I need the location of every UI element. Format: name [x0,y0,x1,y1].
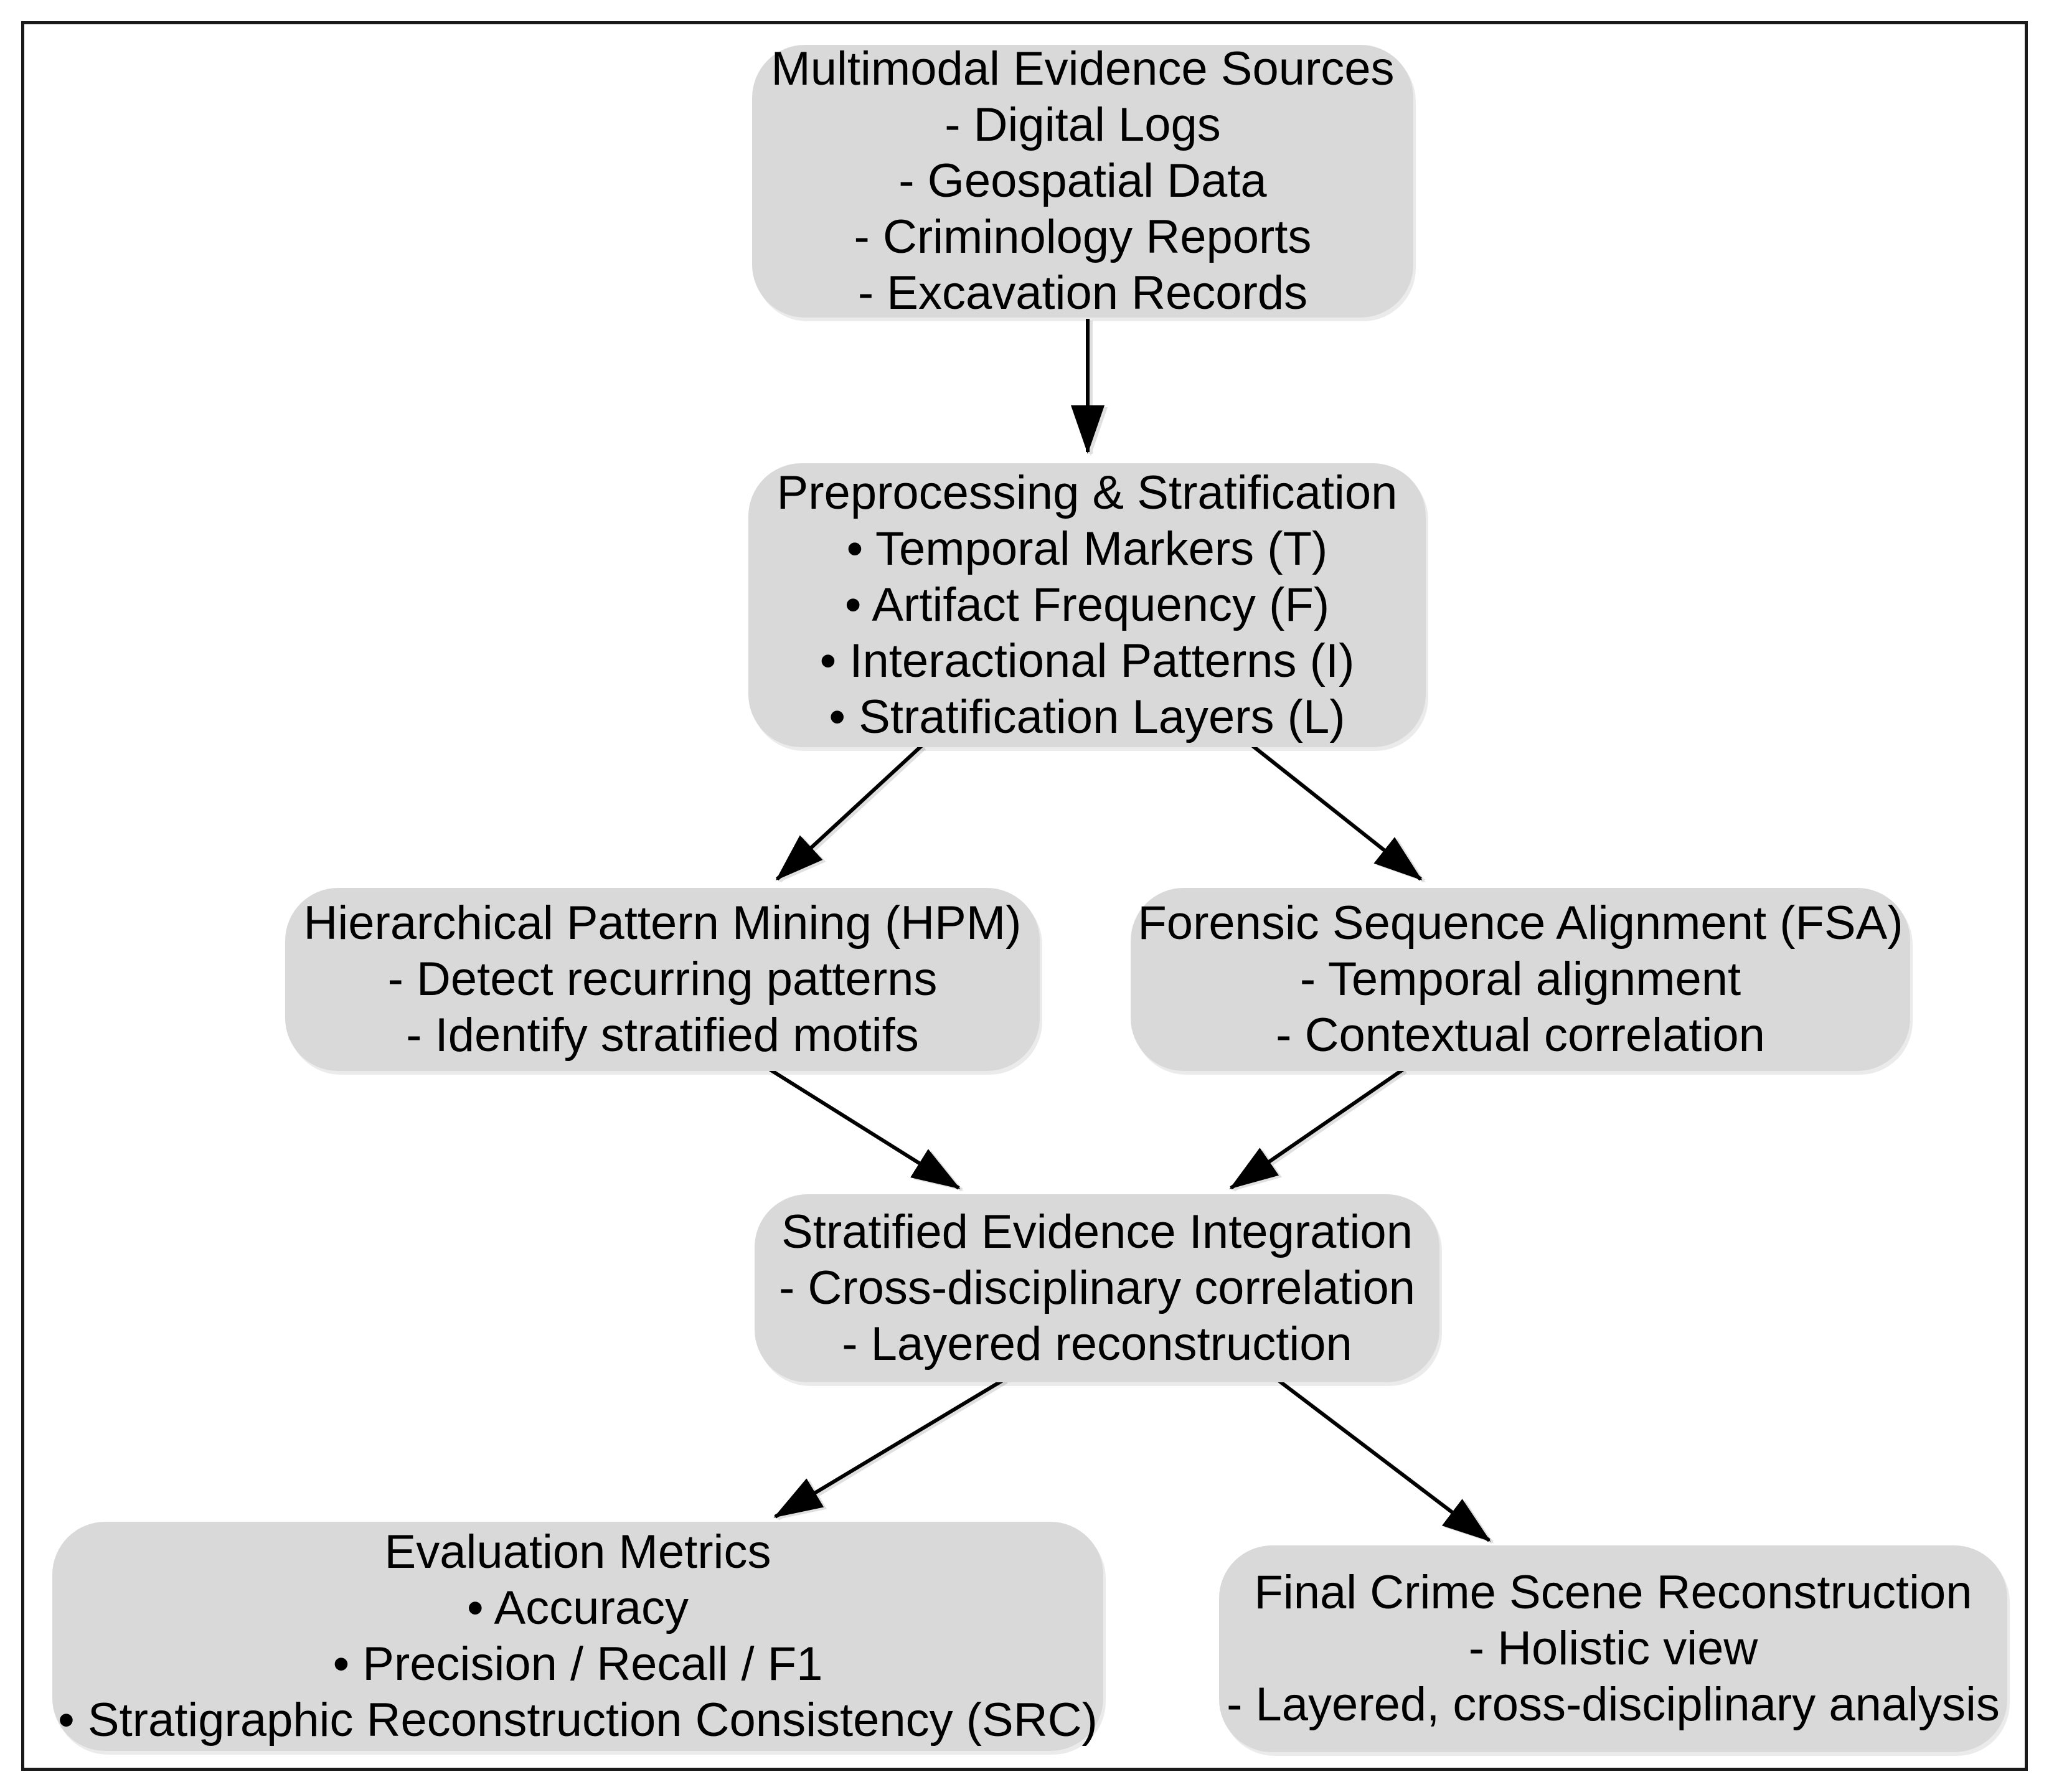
node-final-crime-scene-reconstruction: Final Crime Scene Reconstruction - Holis… [1219,1545,2007,1752]
node-title: Hierarchical Pattern Mining (HPM) [303,897,1022,950]
node-item: - Cross-disciplinary correlation [778,1261,1416,1314]
node-item: • Artifact Frequency (F) [844,578,1330,631]
node-item: • Precision / Recall / F1 [332,1638,823,1691]
node-title: Evaluation Metrics [384,1526,771,1578]
node-preprocessing-stratification: Preprocessing & Stratification • Tempora… [748,463,1426,747]
node-item: • Accuracy [466,1582,689,1634]
node-item: - Criminology Reports [854,210,1312,263]
node-item: - Layered, cross-disciplinary analysis [1227,1678,2000,1731]
node-multimodal-evidence-sources: Multimodal Evidence Sources - Digital Lo… [752,42,1413,319]
node-title: Final Crime Scene Reconstruction [1254,1566,1972,1619]
node-item: - Geospatial Data [898,154,1267,207]
node-title: Stratified Evidence Integration [781,1205,1413,1258]
node-item: • Stratification Layers (L) [829,691,1345,743]
node-item: - Contextual correlation [1276,1009,1765,1062]
node-item: - Detect recurring patterns [387,953,938,1006]
node-item: - Holistic view [1468,1622,1758,1675]
node-item: • Stratigraphic Reconstruction Consisten… [58,1694,1098,1747]
node-title: Preprocessing & Stratification [776,466,1398,519]
node-item: • Temporal Markers (T) [846,522,1328,575]
node-item: - Temporal alignment [1299,953,1741,1006]
node-title: Multimodal Evidence Sources [771,42,1395,95]
node-hierarchical-pattern-mining: Hierarchical Pattern Mining (HPM) - Dete… [285,888,1040,1071]
node-item: - Excavation Records [857,266,1308,319]
node-item: - Identify stratified motifs [406,1009,919,1062]
node-item: • Interactional Patterns (I) [819,634,1355,687]
node-forensic-sequence-alignment: Forensic Sequence Alignment (FSA) - Temp… [1131,888,1910,1071]
node-evaluation-metrics: Evaluation Metrics • Accuracy • Precisio… [52,1522,1103,1751]
node-title: Forensic Sequence Alignment (FSA) [1138,897,1903,950]
node-stratified-evidence-integration: Stratified Evidence Integration - Cross-… [755,1194,1439,1382]
node-item: - Digital Logs [944,98,1221,151]
node-item: - Layered reconstruction [842,1318,1352,1370]
